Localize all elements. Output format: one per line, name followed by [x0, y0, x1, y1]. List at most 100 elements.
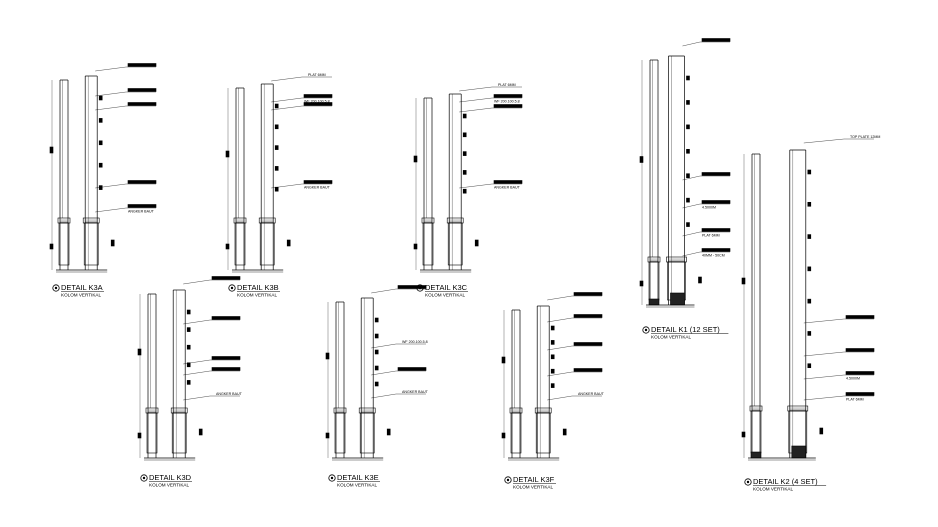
pedestal	[359, 412, 375, 454]
leader-line	[95, 105, 127, 111]
detail-title: DETAIL K1 (12 SET)	[651, 325, 720, 334]
leader-line	[682, 203, 701, 209]
leader-line	[547, 345, 573, 351]
note-label-block	[493, 94, 523, 98]
leader-line	[271, 97, 303, 103]
detail-title: DETAIL K3C	[425, 283, 468, 292]
pedestal	[648, 261, 660, 301]
detail-marker-circle	[52, 284, 60, 292]
bolt-mark	[186, 344, 191, 350]
note-text: WF 200.100.5.8	[402, 340, 428, 344]
detail-marker-circle	[744, 478, 752, 486]
note-label-block	[845, 371, 875, 375]
dimension-mark	[501, 432, 506, 439]
detail-marker-circle	[228, 284, 236, 292]
detail-marker-circle	[328, 474, 336, 482]
dimension-mark	[501, 356, 506, 364]
leader-line	[95, 66, 127, 72]
dimension-mark	[198, 428, 203, 436]
bolt-mark	[98, 185, 103, 190]
pedestal	[171, 412, 187, 454]
bolt-mark	[807, 331, 812, 336]
pedestal	[334, 412, 346, 454]
footing-hatch	[750, 451, 762, 459]
note-label-block	[573, 368, 603, 372]
detail-title: DETAIL K2 (4 SET)	[753, 477, 818, 486]
note-label-block	[127, 63, 157, 67]
pedestal	[750, 410, 762, 454]
note-label-block	[211, 276, 241, 280]
leader-line	[371, 393, 397, 399]
leader-line	[459, 86, 493, 92]
bolt-mark	[186, 327, 191, 332]
note-text: PLAT 6MM	[308, 73, 326, 77]
bolt-mark	[374, 349, 379, 355]
leader-line	[547, 371, 573, 377]
bolt-mark	[462, 151, 467, 156]
bolt-mark	[462, 188, 467, 194]
note-label-block	[845, 315, 875, 319]
dimension-mark	[225, 150, 230, 158]
bolt-mark	[807, 298, 812, 304]
detail-subtitle: KOLOM VERTIKAL	[337, 483, 377, 488]
dimension-mark	[49, 243, 54, 250]
bolt-mark	[686, 124, 690, 130]
detail-marker-circle	[504, 476, 512, 484]
detail-title: DETAIL K3E	[337, 473, 379, 482]
leader-line	[459, 97, 493, 103]
bolt-mark	[374, 381, 379, 387]
leader-line	[183, 395, 211, 401]
detail-marker-dot	[644, 328, 648, 332]
note-label-block	[701, 228, 731, 232]
leader-line	[183, 279, 211, 285]
dimension-mark	[386, 428, 391, 436]
leader-line	[803, 318, 845, 324]
note-text: WF 200.100.5.8	[494, 100, 520, 104]
pedestal	[510, 412, 522, 454]
leader-line	[682, 231, 701, 237]
leader-line	[271, 76, 303, 82]
note-label-block	[303, 180, 333, 184]
dimension-mark	[698, 276, 702, 284]
note-label-block	[303, 94, 333, 98]
leader-line	[371, 343, 397, 349]
leader-line	[183, 319, 211, 325]
detail-title: DETAIL K3D	[149, 473, 192, 482]
bolt-mark	[186, 380, 191, 385]
note-label-block	[397, 367, 427, 371]
detail-title: DETAIL K3B	[237, 283, 279, 292]
leader-line	[547, 295, 573, 301]
bolt-mark	[686, 100, 690, 105]
leader-line	[682, 175, 701, 181]
note-label-block	[573, 292, 603, 296]
note-text: PLAT 6MM	[846, 398, 864, 402]
note-label-block	[573, 314, 603, 318]
leader-line	[271, 183, 303, 189]
leader-line	[803, 351, 845, 357]
detail-marker-dot	[746, 480, 750, 484]
dimension-mark	[741, 277, 746, 285]
bolt-mark	[550, 368, 555, 374]
detail-marker-dot	[142, 476, 146, 480]
note-label-block	[303, 102, 333, 106]
note-label-block	[845, 348, 875, 352]
bolt-mark	[807, 363, 812, 369]
footing-hatch	[670, 292, 685, 306]
detail-marker-dot	[330, 476, 334, 480]
bolt-mark	[274, 186, 279, 192]
dimension-mark	[110, 239, 115, 247]
detail-title: DETAIL K3A	[61, 283, 103, 292]
bolt-mark	[807, 169, 812, 175]
detail-marker-dot	[506, 478, 510, 482]
dimension-mark	[413, 243, 418, 250]
bolt-mark	[550, 354, 555, 360]
leader-line	[95, 207, 127, 213]
bolt-mark	[807, 234, 812, 239]
note-label-block	[127, 180, 157, 184]
leader-line	[803, 395, 845, 401]
pedestal	[146, 412, 158, 454]
bolt-mark	[274, 124, 279, 130]
